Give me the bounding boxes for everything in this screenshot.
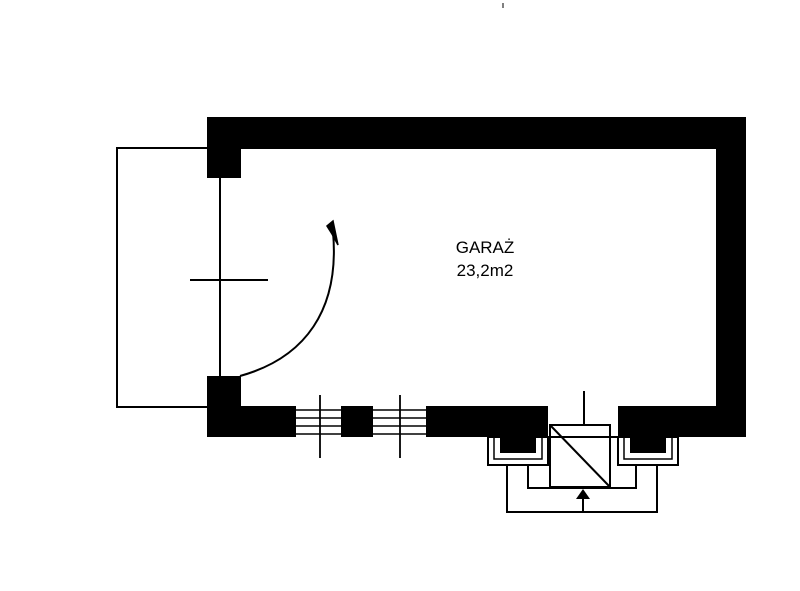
- wall-top: [207, 117, 746, 149]
- wall-bottom-left: [207, 406, 296, 437]
- door-jamb-right: [617, 436, 679, 466]
- door-swing-arc: [239, 231, 335, 377]
- walls: [207, 117, 746, 437]
- garage-door: [116, 147, 335, 408]
- door-outline: [116, 147, 207, 408]
- arc-arrow-icon: [326, 219, 339, 246]
- wall-bottom-right: [618, 406, 746, 437]
- window-2: [373, 395, 426, 458]
- door-jamb-left: [487, 430, 549, 466]
- room-area: 23,2m2: [457, 261, 514, 280]
- step-inner: [527, 465, 637, 489]
- room-name: GARAŻ: [456, 238, 515, 257]
- entry-arrow-icon: [576, 489, 590, 499]
- door-diagonal: [549, 424, 611, 488]
- wall-right: [716, 117, 746, 437]
- entry-door: [506, 391, 658, 513]
- wall-left-upper-pier: [207, 117, 241, 178]
- wall-bottom-middle: [341, 406, 373, 437]
- window-1: [296, 395, 341, 458]
- wall-bottom-center: [426, 406, 548, 437]
